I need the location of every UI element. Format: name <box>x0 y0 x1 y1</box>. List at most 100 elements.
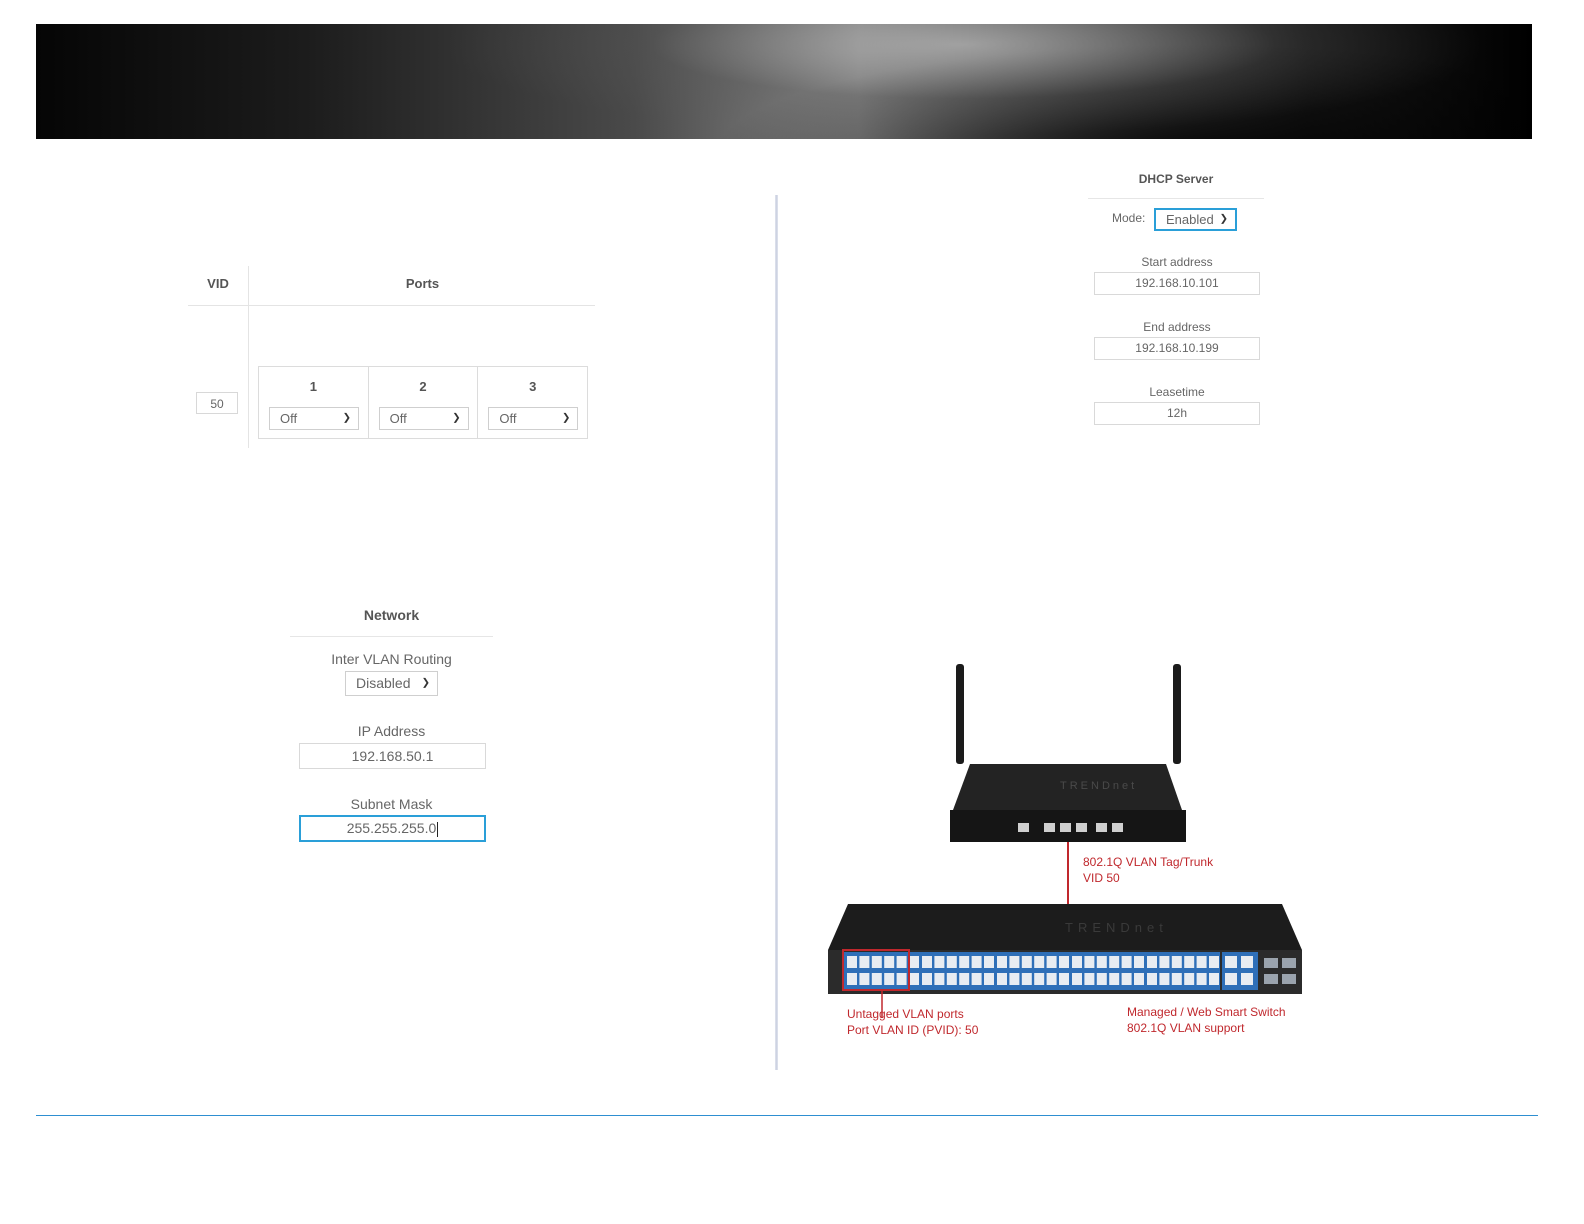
switch-port <box>1197 956 1207 968</box>
mode-label: Mode: <box>1112 211 1145 225</box>
switch-port <box>959 973 969 985</box>
select-value: Off <box>499 411 516 426</box>
port-column-2: 2 Off ❯ <box>369 367 479 438</box>
switch-port <box>872 973 882 985</box>
port-column-1: 1 Off ❯ <box>259 367 369 438</box>
ip-address-input[interactable]: 192.168.50.1 <box>299 743 486 769</box>
switch-port <box>1084 973 1094 985</box>
switch-port <box>897 956 907 968</box>
select-value: Enabled <box>1166 212 1214 227</box>
leasetime-input[interactable]: 12h <box>1094 402 1260 425</box>
port-number: 2 <box>369 379 478 394</box>
vid-input[interactable]: 50 <box>196 392 238 414</box>
switch-port <box>1034 973 1044 985</box>
switch-port <box>1034 956 1044 968</box>
switch-port <box>1172 956 1182 968</box>
switch-port <box>922 973 932 985</box>
switch-port <box>1172 973 1182 985</box>
ports-column-header: Ports <box>250 276 595 291</box>
switch-port <box>1072 956 1082 968</box>
network-title-divider <box>290 636 493 637</box>
port-3-membership-select[interactable]: Off ❯ <box>488 407 578 430</box>
switch-port <box>1059 956 1069 968</box>
chevron-down-icon: ❯ <box>422 671 430 694</box>
router-antenna-left <box>956 664 964 764</box>
switch-port <box>984 956 994 968</box>
router-antenna-right <box>1173 664 1181 764</box>
switch-port <box>1197 973 1207 985</box>
end-address-label: End address <box>1094 320 1260 334</box>
leasetime-label: Leasetime <box>1094 385 1260 399</box>
ports-grid: 1 Off ❯ 2 Off ❯ 3 Off ❯ <box>258 366 588 439</box>
switch-port <box>1122 973 1132 985</box>
switch-port <box>1072 973 1082 985</box>
switch-port <box>859 973 869 985</box>
switch-port <box>1147 973 1157 985</box>
dhcp-mode-select[interactable]: Enabled ❯ <box>1154 208 1237 231</box>
diagram-graphic: TRENDnet TRENDnet <box>820 660 1310 1050</box>
footer-divider <box>36 1115 1538 1116</box>
port-2-membership-select[interactable]: Off ❯ <box>379 407 469 430</box>
switch-sfp-port <box>1264 958 1278 968</box>
switch-uplink-port <box>1225 973 1237 985</box>
header-banner <box>36 24 1532 139</box>
switch-port <box>922 956 932 968</box>
table-header-divider <box>188 305 595 306</box>
switch-port <box>1009 956 1019 968</box>
subnet-mask-input[interactable]: 255.255.255.0 <box>299 815 486 842</box>
switch-port <box>1097 956 1107 968</box>
start-address-label: Start address <box>1094 255 1260 269</box>
switch-uplink-port <box>1241 973 1253 985</box>
chevron-down-icon: ❯ <box>1220 209 1228 228</box>
switch-port <box>972 973 982 985</box>
end-address-input[interactable]: 192.168.10.199 <box>1094 337 1260 360</box>
switch-port <box>947 973 957 985</box>
start-address-input[interactable]: 192.168.10.101 <box>1094 272 1260 295</box>
switch-port <box>897 973 907 985</box>
inter-vlan-routing-select[interactable]: Disabled ❯ <box>345 671 438 696</box>
switch-port <box>1209 973 1219 985</box>
switch-port <box>884 956 894 968</box>
switch-port <box>1159 973 1169 985</box>
chevron-down-icon: ❯ <box>452 407 460 428</box>
port-column-3: 3 Off ❯ <box>478 367 587 438</box>
ip-address-label: IP Address <box>290 723 493 739</box>
port-number: 1 <box>259 379 368 394</box>
switch-port <box>847 956 857 968</box>
switch-port <box>947 956 957 968</box>
inter-vlan-routing-label: Inter VLAN Routing <box>290 651 493 667</box>
router-brand-text: TRENDnet <box>1060 780 1137 792</box>
switch-sfp-port <box>1282 974 1296 984</box>
switch-port <box>997 956 1007 968</box>
switch-port <box>909 956 919 968</box>
switch-port <box>1134 973 1144 985</box>
switch-sfp-port <box>1264 974 1278 984</box>
switch-port <box>872 956 882 968</box>
select-value: Off <box>280 411 297 426</box>
subnet-mask-label: Subnet Mask <box>290 796 493 812</box>
switch-port <box>934 956 944 968</box>
switch-port <box>1009 973 1019 985</box>
port-number: 3 <box>478 379 587 394</box>
vid-column-header: VID <box>188 276 248 291</box>
switch-port <box>1022 973 1032 985</box>
switch-port <box>909 973 919 985</box>
switch-port <box>1147 956 1157 968</box>
switch-port <box>1047 956 1057 968</box>
dhcp-title-divider <box>1088 198 1264 199</box>
dhcp-section-title: DHCP Server <box>1088 172 1264 186</box>
select-value: Disabled <box>356 675 410 691</box>
port-1-membership-select[interactable]: Off ❯ <box>269 407 359 430</box>
switch-port <box>959 956 969 968</box>
select-value: Off <box>390 411 407 426</box>
switch-port <box>847 973 857 985</box>
switch-port <box>1159 956 1169 968</box>
switch-port <box>1022 956 1032 968</box>
switch-port <box>1122 956 1132 968</box>
switch-port <box>1109 973 1119 985</box>
switch-port <box>984 973 994 985</box>
switch-port <box>1134 956 1144 968</box>
